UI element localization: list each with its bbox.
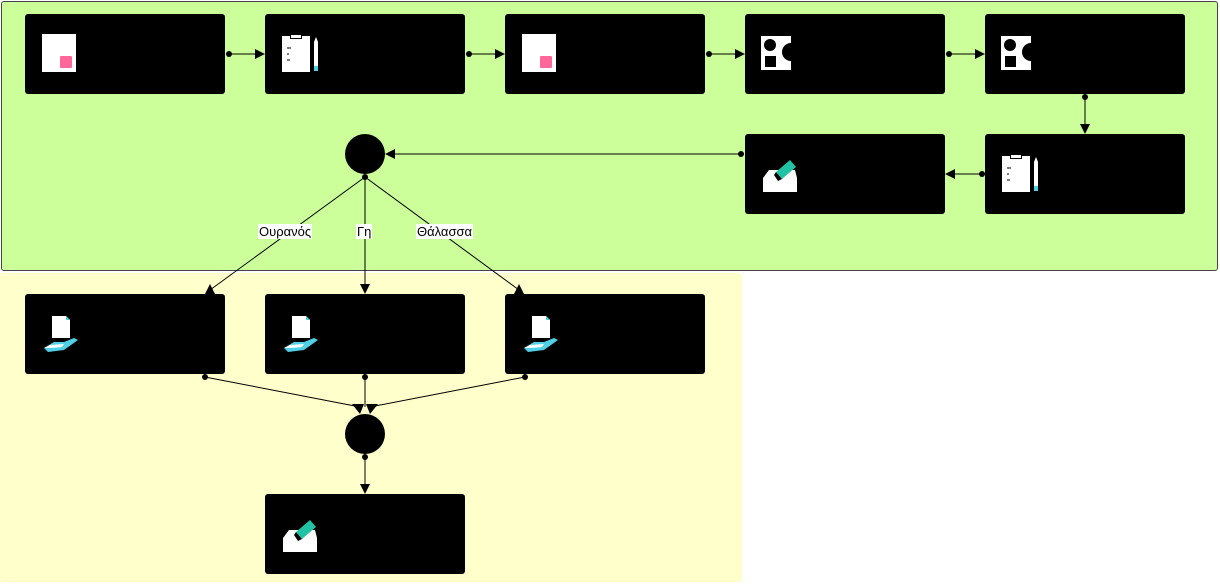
task-node-7[interactable] (745, 134, 945, 214)
task-node-b2[interactable] (265, 294, 465, 374)
gateway-label-left: Ουρανός (258, 224, 313, 239)
task-node-2[interactable] (265, 14, 465, 94)
inbox-upload-icon (283, 520, 317, 552)
hand-document-icon (284, 316, 318, 352)
document-icon (522, 34, 556, 72)
shapes-icon (1001, 36, 1040, 70)
hand-document-icon (524, 316, 558, 352)
gateway-bottom[interactable] (345, 414, 385, 454)
task-node-4[interactable] (745, 14, 945, 94)
task-node-b1[interactable] (25, 294, 225, 374)
clipboard-pen-icon (282, 34, 318, 72)
task-node-1[interactable] (25, 14, 225, 94)
gateway-label-right: Θάλασσα (416, 224, 474, 239)
task-node-5[interactable] (985, 14, 1185, 94)
document-icon (42, 34, 76, 72)
task-node-6[interactable] (985, 134, 1185, 214)
task-node-b4[interactable] (265, 494, 465, 574)
inbox-upload-icon (763, 160, 797, 192)
task-node-b3[interactable] (505, 294, 705, 374)
clipboard-pen-icon (1002, 154, 1038, 192)
gateway-label-middle: Γη (356, 224, 373, 239)
shapes-icon (761, 36, 800, 70)
task-node-3[interactable] (505, 14, 705, 94)
gateway-top[interactable] (345, 134, 385, 174)
hand-document-icon (44, 316, 78, 352)
